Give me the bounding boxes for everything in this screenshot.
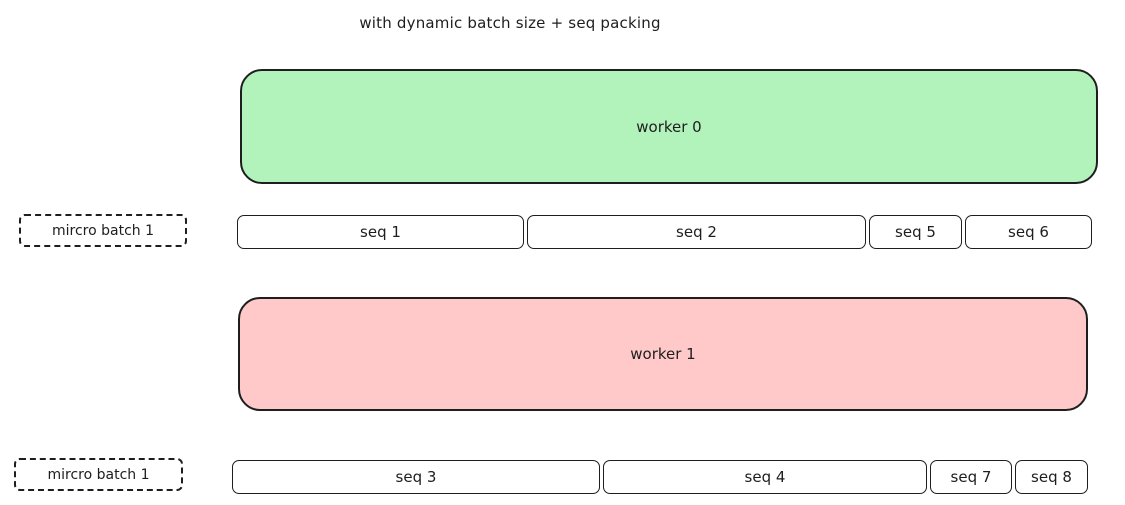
seq-block-5: seq 5 <box>869 215 962 249</box>
micro-batch-label-worker-0: mircro batch 1 <box>19 214 187 247</box>
seq-block-1: seq 1 <box>237 215 524 249</box>
seq-block-8: seq 8 <box>1015 460 1088 494</box>
seq-block-4: seq 4 <box>603 460 927 494</box>
diagram-title: with dynamic batch size + seq packing <box>359 14 661 32</box>
worker-1-box: worker 1 <box>238 297 1088 411</box>
seq-block-2: seq 2 <box>527 215 866 249</box>
seq-block-7: seq 7 <box>930 460 1012 494</box>
worker-0-box: worker 0 <box>240 69 1098 184</box>
seq-block-6: seq 6 <box>965 215 1092 249</box>
worker-0-label: worker 0 <box>636 117 702 136</box>
micro-batch-label-worker-1: mircro batch 1 <box>14 458 183 491</box>
worker-1-label: worker 1 <box>630 345 696 363</box>
seq-block-3: seq 3 <box>232 460 600 494</box>
